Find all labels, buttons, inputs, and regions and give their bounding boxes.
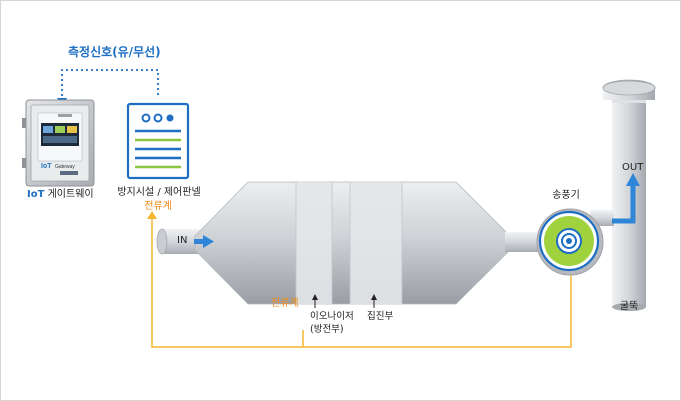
iot-gateway-device [22, 99, 95, 187]
control-panel-icon [126, 102, 190, 180]
current-wire [151, 217, 572, 348]
gateway-label: IoT 게이트웨이 [27, 190, 94, 200]
current-meter-label-top: 전류계 [144, 201, 172, 212]
gateway-label-brand: IoT [27, 189, 45, 200]
chimney [590, 79, 656, 311]
blower-label: 송풍기 [552, 190, 580, 201]
ionizer-pointer [312, 294, 318, 308]
outlet-label: OUT [622, 162, 644, 173]
control-panel-label: 방지시설 / 제어판넬 [117, 187, 201, 198]
inlet-arrow [194, 235, 214, 248]
outlet-arrow [612, 173, 640, 224]
signal-line [61, 69, 159, 101]
inlet-label: IN [177, 235, 188, 246]
ionizer-label-line1: 이오나이저 [310, 311, 354, 322]
ionizer-label: 이오나이저 (방전부) [310, 312, 354, 334]
chimney-label: 굴뚝 [619, 301, 639, 312]
gateway-device-sub: Gateway [55, 164, 75, 170]
gateway-label-text: 게이트웨이 [44, 189, 94, 200]
duct-to-blower [505, 232, 545, 252]
current-wire-arrow-head [147, 211, 157, 219]
ionizer-section [296, 182, 332, 304]
collector-section [350, 182, 402, 304]
signal-title: 측정신호(유/무선) [68, 45, 161, 59]
current-meter-label-bottom: 전류계 [271, 298, 299, 309]
ionizer-label-line2: (방전부) [310, 323, 344, 335]
gateway-device-brand: IoT [41, 163, 52, 170]
blower [536, 208, 604, 276]
collector-pointer [371, 294, 377, 308]
collector-label: 집진부 [367, 311, 394, 322]
